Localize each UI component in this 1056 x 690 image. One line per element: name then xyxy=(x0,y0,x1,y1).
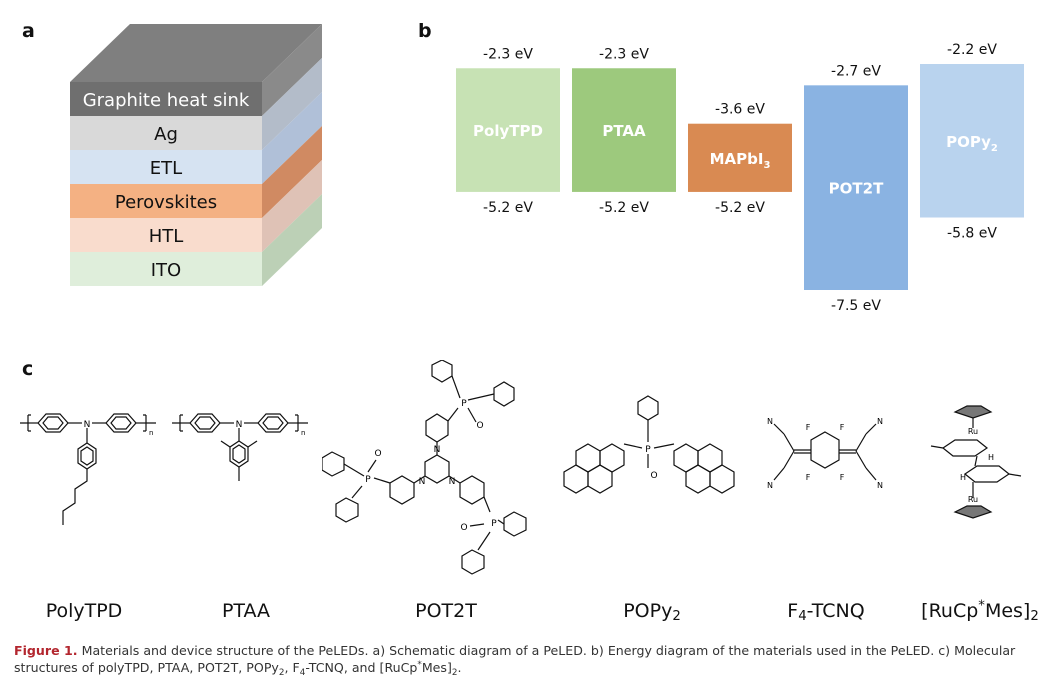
energy-bar xyxy=(688,123,792,192)
material-name: POPy2 xyxy=(946,133,998,154)
svg-text:F: F xyxy=(806,473,811,482)
panel-label-b: b xyxy=(418,20,432,42)
svg-text:P: P xyxy=(491,519,497,529)
polytpd-n: n xyxy=(149,429,153,437)
stack-layer-label: ETL xyxy=(150,158,182,179)
material-name: POT2T xyxy=(829,180,884,198)
ptaa-n: n xyxy=(301,429,305,437)
svg-text:O: O xyxy=(374,449,381,459)
mol-name-pot2t: POT2T xyxy=(415,600,477,622)
stack-layer-side xyxy=(262,194,322,286)
svg-text:P: P xyxy=(645,445,651,455)
mol-name-f4tcnq: F4-TCNQ xyxy=(787,600,865,624)
stack-top-face xyxy=(70,24,322,82)
svg-text:F: F xyxy=(840,473,845,482)
popy2-structure: PO xyxy=(563,395,735,494)
svg-text:N: N xyxy=(767,417,773,426)
f4tcnq-structure: F F F F N N N N xyxy=(767,417,883,490)
mol-name-polytpd: PolyTPD xyxy=(45,600,123,622)
homo-label: -5.2 eV xyxy=(599,200,649,216)
homo-label: -5.2 eV xyxy=(483,200,533,216)
mol-name-popy2: POPy2 xyxy=(623,600,681,624)
stack-layer xyxy=(70,218,262,252)
material-name: PTAA xyxy=(602,122,646,140)
stack-layer xyxy=(70,150,262,184)
lumo-label: -2.7 eV xyxy=(831,63,881,79)
svg-text:P: P xyxy=(365,475,371,485)
homo-label: -5.8 eV xyxy=(947,226,997,242)
svg-text:H: H xyxy=(988,453,994,462)
stack-layer-label: ITO xyxy=(151,260,181,281)
energy-level-diagram: -2.3 eV -5.2 eV PolyTPD -2.3 eV -5.2 eV PTAA -… xyxy=(456,42,1024,314)
lumo-label: -2.2 eV xyxy=(947,42,997,58)
stack-layer-side xyxy=(262,92,322,184)
svg-text:N: N xyxy=(419,477,426,487)
stack-layer-side xyxy=(262,24,322,116)
svg-text:N: N xyxy=(877,481,883,490)
energy-bar xyxy=(920,64,1024,218)
lumo-label: -2.3 eV xyxy=(599,46,649,62)
svg-text:N: N xyxy=(877,417,883,426)
homo-label: -5.2 eV xyxy=(715,200,765,216)
energy-bar xyxy=(804,85,908,290)
energy-bar xyxy=(456,68,560,192)
svg-text:P: P xyxy=(461,399,467,409)
lumo-label: -3.6 eV xyxy=(715,102,765,118)
svg-text:F: F xyxy=(840,423,845,432)
caption-label: Figure 1. xyxy=(14,643,78,658)
svg-text:N: N xyxy=(767,481,773,490)
panel-label-a: a xyxy=(22,20,35,42)
material-name: PolyTPD xyxy=(473,122,543,140)
stack-layer-label: HTL xyxy=(149,226,184,247)
svg-text:O: O xyxy=(476,421,483,431)
pot2t-structure: P O P O P O N N N xyxy=(322,360,527,575)
svg-text:H: H xyxy=(960,473,966,482)
polytpd-structure: N n xyxy=(20,413,156,525)
stack-layer-side xyxy=(262,160,322,252)
svg-text:N: N xyxy=(449,477,456,487)
svg-text:Ru: Ru xyxy=(968,427,978,436)
stack-layer xyxy=(70,252,262,286)
svg-text:O: O xyxy=(650,471,657,481)
svg-text:N: N xyxy=(236,420,243,430)
stack-layer xyxy=(70,184,262,218)
stack-layer-side xyxy=(262,58,322,150)
ptaa-structure: N n xyxy=(172,413,308,481)
figure-caption: Figure 1. Materials and device structure… xyxy=(14,643,1016,678)
svg-text:F: F xyxy=(806,423,811,432)
homo-label: -7.5 eV xyxy=(831,298,881,314)
stack-layer xyxy=(70,116,262,150)
mol-name-ptaa: PTAA xyxy=(221,600,271,622)
stack-layer-label: Perovskites xyxy=(115,192,217,213)
panel-label-c: c xyxy=(22,358,34,380)
svg-text:Ru: Ru xyxy=(968,495,978,504)
material-name: MAPbI3 xyxy=(710,150,771,171)
stack-layer xyxy=(70,82,262,116)
mol-name-rucp: [RuCp*Mes]2 xyxy=(921,598,1039,624)
svg-text:N: N xyxy=(84,420,91,430)
lumo-label: -2.3 eV xyxy=(483,46,533,62)
svg-text:N: N xyxy=(434,445,441,455)
stack-layer-side xyxy=(262,126,322,218)
svg-text:O: O xyxy=(460,523,467,533)
stack-layer-label: Graphite heat sink xyxy=(83,90,250,111)
stack-layer-label: Ag xyxy=(154,124,178,145)
energy-bar xyxy=(572,68,676,192)
